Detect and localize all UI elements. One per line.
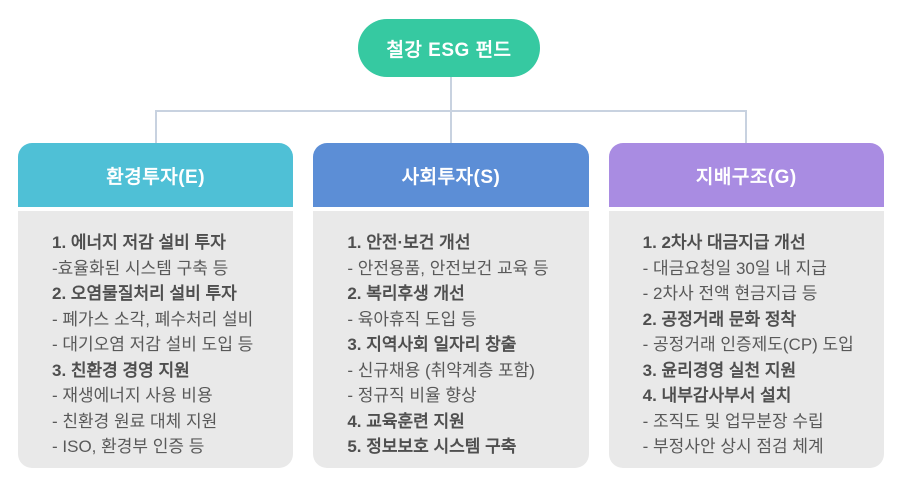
list-item: - 대기오염 저감 설비 도입 등 xyxy=(52,335,254,354)
list-item: - 조직도 및 업무분장 수립 xyxy=(642,411,824,431)
list-item: - 신규채용 (취약계층 포함) xyxy=(347,360,535,380)
list-item: - 안전용품, 안전보건 교육 등 xyxy=(347,258,549,278)
column-environment-title: 환경투자(E) xyxy=(106,166,206,188)
list-item: 1. 에너지 저감 설비 투자 xyxy=(52,233,226,252)
list-item: - 정규직 비율 향상 xyxy=(347,386,477,405)
column-environment-header: 환경투자(E) xyxy=(18,143,294,207)
root-node-label: 철강 ESG 펀드 xyxy=(386,39,512,61)
list-item: 4. 교육훈련 지원 xyxy=(347,411,465,431)
list-item: - 대금요청일 30일 내 지급 xyxy=(642,258,827,278)
list-item: - 폐가스 소각, 폐수처리 설비 xyxy=(52,309,254,329)
column-governance-title: 지배구조(G) xyxy=(695,166,797,188)
column-social-header: 사회투자(S) xyxy=(313,143,589,207)
list-item: 2. 오염물질처리 설비 투자 xyxy=(52,284,237,303)
list-item: -효율화된 시스템 구축 등 xyxy=(52,258,229,278)
list-item: - 육아휴직 도입 등 xyxy=(347,309,477,329)
column-social-body: 1. 안전·보건 개선 - 안전용품, 안전보건 교육 등 2. 복리후생 개선 - … xyxy=(313,211,589,468)
branch-columns: 환경투자(E) 1. 에너지 저감 설비 투자 -효율화된 시스템 구축 등 2. … xyxy=(18,143,884,468)
list-item: 2. 공정거래 문화 정착 xyxy=(642,309,797,329)
column-governance: 지배구조(G) 1. 2차사 대금지급 개선 - 대금요청일 30일 내 지급 - … xyxy=(608,143,884,468)
list-item: - 부정사안 상시 점검 체계 xyxy=(642,437,824,456)
connector-drop-environment xyxy=(155,110,157,143)
connector-drop-social xyxy=(450,110,452,143)
column-environment: 환경투자(E) 1. 에너지 저감 설비 투자 -효율화된 시스템 구축 등 2. … xyxy=(18,143,294,468)
list-item: 1. 안전·보건 개선 xyxy=(347,233,471,252)
list-item: 4. 내부감사부서 설치 xyxy=(642,386,792,405)
list-item: 2. 복리후생 개선 xyxy=(347,284,465,303)
connector-drop-governance xyxy=(745,110,747,143)
connector-root-drop xyxy=(450,77,452,111)
column-governance-body: 1. 2차사 대금지급 개선 - 대금요청일 30일 내 지급 - 2차사 전액 현… xyxy=(608,211,884,468)
list-item: 3. 윤리경영 실천 지원 xyxy=(642,360,797,380)
list-item: - 친환경 원료 대체 지원 xyxy=(52,411,218,431)
list-item: 3. 지역사회 일자리 창출 xyxy=(347,335,517,354)
list-item: - ISO, 환경부 인증 등 xyxy=(52,437,205,456)
list-item: 3. 친환경 경영 지원 xyxy=(52,360,190,380)
list-item: 5. 정보보호 시스템 구축 xyxy=(347,437,517,456)
list-item: - 공정거래 인증제도(CP) 도입 xyxy=(642,335,854,354)
root-node: 철강 ESG 펀드 xyxy=(358,19,540,77)
column-social: 사회투자(S) 1. 안전·보건 개선 - 안전용품, 안전보건 교육 등 2. 복… xyxy=(313,143,589,468)
list-item: - 2차사 전액 현금지급 등 xyxy=(642,284,818,303)
column-environment-body: 1. 에너지 저감 설비 투자 -효율화된 시스템 구축 등 2. 오염물질처리 설… xyxy=(18,211,294,468)
list-item: 1. 2차사 대금지급 개선 xyxy=(642,233,806,252)
list-item: - 재생에너지 사용 비용 xyxy=(52,386,213,405)
column-governance-header: 지배구조(G) xyxy=(608,143,884,207)
column-social-title: 사회투자(S) xyxy=(401,166,501,188)
